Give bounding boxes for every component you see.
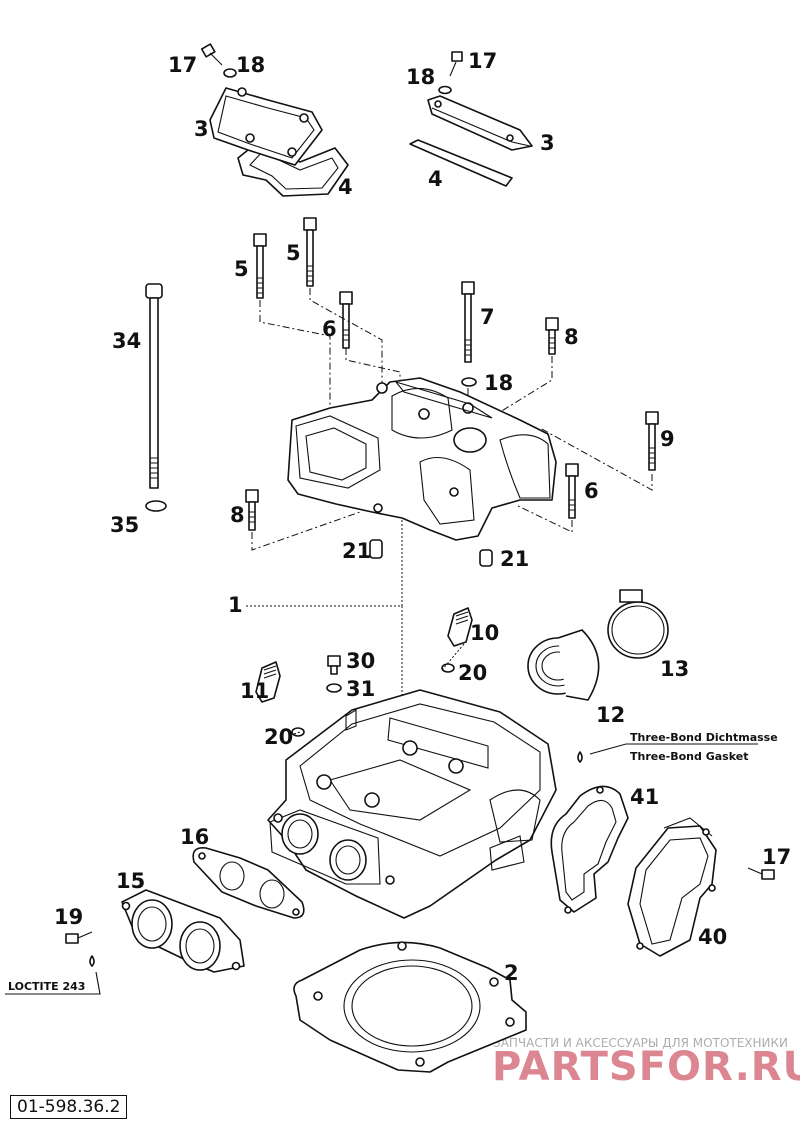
gasket-4-right-icon	[409, 139, 513, 187]
washer-31-icon	[326, 683, 342, 693]
label-7: 7	[480, 305, 495, 329]
label-5-a: 5	[234, 257, 249, 281]
valve-cover-right	[409, 51, 533, 187]
part-labels: 17 18 3 4 18 17 3 4 5 5 6 7 8 18 9 6 34 …	[54, 49, 791, 985]
cover-3-right-icon	[427, 95, 533, 151]
cylinder-head	[267, 689, 557, 919]
washer-18-right-icon	[438, 85, 452, 95]
washer-18-center-icon	[461, 377, 477, 387]
bolt-8b-icon	[245, 489, 259, 531]
label-31: 31	[346, 677, 375, 701]
label-6-a: 6	[322, 317, 337, 341]
part-number: 01-598.36.2	[17, 1097, 121, 1117]
label-20-right: 20	[458, 661, 487, 685]
label-17-pump: 17	[762, 845, 791, 869]
dowel-21a-icon	[369, 539, 383, 559]
label-40: 40	[698, 925, 727, 949]
pump-gasket-41-icon	[550, 785, 629, 914]
label-2: 2	[504, 961, 519, 985]
clip-20-right-icon	[441, 663, 455, 673]
watermark: ЗАПЧАСТИ И АКСЕССУАРЫ ДЛЯ МОТОТЕХНИКИ PA…	[492, 1036, 800, 1090]
washer-18-left-icon	[223, 68, 237, 78]
watermark-brand: PARTSFOR.RU	[492, 1044, 800, 1090]
note-three-bond-de: Three-Bond Dichtmasse	[630, 731, 778, 744]
label-41: 41	[630, 785, 659, 809]
sealant-drop-icon	[577, 751, 583, 763]
label-1: 1	[228, 593, 243, 617]
dowel-21b-icon	[479, 549, 493, 567]
label-6-b: 6	[584, 479, 599, 503]
label-12: 12	[596, 703, 625, 727]
loctite-drop-icon	[89, 955, 95, 967]
label-17-top-left: 17	[168, 53, 197, 77]
intake-boot-12-icon	[527, 629, 600, 701]
cover-3-left-icon	[209, 87, 323, 166]
label-4-right: 4	[428, 167, 443, 191]
alignment-lines	[244, 288, 653, 700]
bolt-17-right-icon	[449, 51, 463, 77]
stud-34-icon	[145, 283, 163, 489]
bolt-17-left-icon	[200, 43, 223, 66]
bolt-8a-icon	[545, 317, 559, 355]
bolt-6b-icon	[565, 463, 579, 519]
label-20-left: 20	[264, 725, 293, 749]
label-18-top-left: 18	[236, 53, 265, 77]
label-8-b: 8	[230, 503, 245, 527]
label-3-right: 3	[540, 131, 555, 155]
part-number-box: 01-598.36.2	[10, 1095, 128, 1119]
watermark-tagline: ЗАПЧАСТИ И АКСЕССУАРЫ ДЛЯ МОТОТЕХНИКИ	[493, 1036, 788, 1050]
label-30: 30	[346, 649, 375, 673]
note-loctite: LOCTITE 243	[8, 980, 85, 993]
label-17-top-right: 17	[468, 49, 497, 73]
label-9: 9	[660, 427, 675, 451]
exhaust-flange-15-icon	[121, 889, 245, 973]
label-8-a: 8	[564, 325, 579, 349]
label-16: 16	[180, 825, 209, 849]
camshaft-carrier	[287, 377, 557, 541]
cylinder-head-bolts	[245, 217, 659, 531]
label-11: 11	[240, 679, 269, 703]
clip-20-left-icon	[291, 727, 305, 737]
label-21-a: 21	[342, 539, 371, 563]
label-34: 34	[112, 329, 141, 353]
leader-lines	[293, 643, 465, 735]
valve-cover-left	[200, 43, 349, 197]
label-5-b: 5	[286, 241, 301, 265]
label-15: 15	[116, 869, 145, 893]
label-21-b: 21	[500, 547, 529, 571]
note-three-bond-en: Three-Bond Gasket	[630, 750, 748, 763]
label-35: 35	[110, 513, 139, 537]
bolt-5b-icon	[303, 217, 317, 287]
bolt-5a-icon	[253, 233, 267, 299]
bolt-19-icon	[65, 931, 93, 944]
label-4-left: 4	[338, 175, 353, 199]
bolt-6a-icon	[339, 291, 353, 349]
valve-guide-11-icon	[255, 661, 281, 703]
bolt-17-pump-icon	[747, 867, 775, 880]
hose-clamp-13-icon	[607, 589, 669, 659]
bolt-9-icon	[645, 411, 659, 471]
pump-cover-40-icon	[627, 817, 717, 957]
label-19: 19	[54, 905, 83, 929]
valve-guide-10-icon	[447, 607, 473, 647]
label-3-left: 3	[194, 117, 209, 141]
plug-30-icon	[327, 655, 341, 675]
head-gasket-2-icon	[293, 941, 527, 1073]
label-10: 10	[470, 621, 499, 645]
washer-35-icon	[145, 500, 167, 512]
label-13: 13	[660, 657, 689, 681]
label-18-center: 18	[484, 371, 513, 395]
exhaust-gasket-16-icon	[192, 846, 305, 919]
bolt-7-icon	[461, 281, 475, 363]
label-18-top-right: 18	[406, 65, 435, 89]
